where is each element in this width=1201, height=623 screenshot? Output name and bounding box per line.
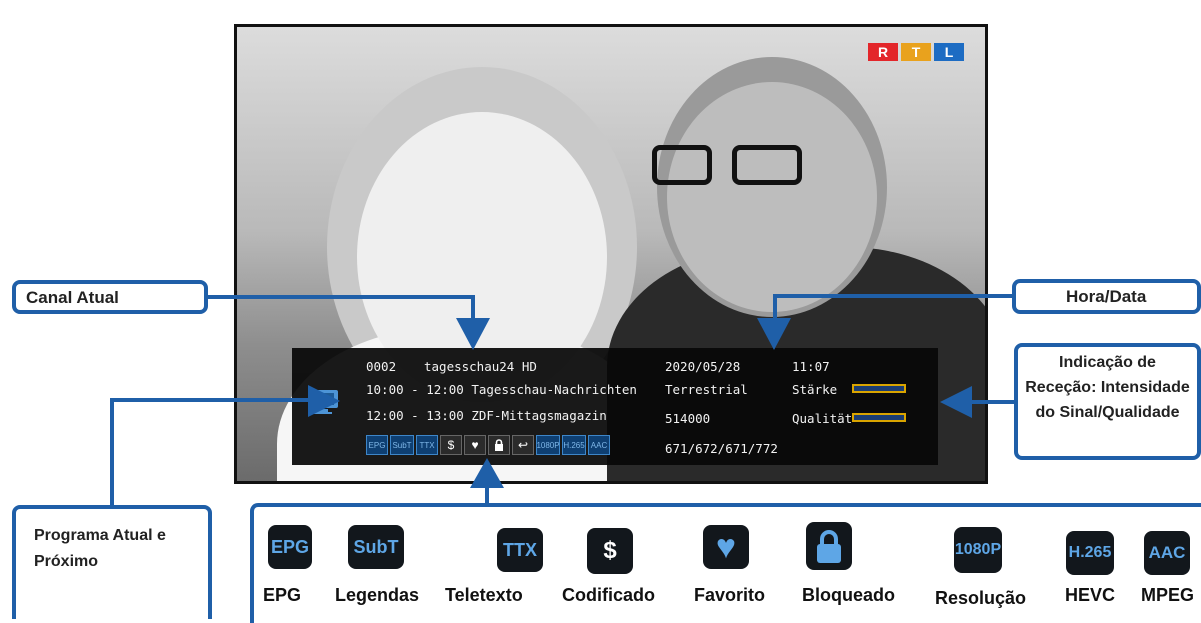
channel-name: tagesschau24 HD (424, 359, 537, 374)
osd-teletext-icon: TTX (416, 435, 438, 455)
connector-line (208, 295, 473, 299)
osd-favorite-icon: ♥ (464, 435, 486, 455)
connector-line (471, 295, 475, 320)
strength-label: Stärke (792, 382, 838, 397)
osd-hevc-icon: H.265 (562, 435, 586, 455)
strength-bar (852, 384, 906, 393)
callout-time-date-label: Hora/Data (1066, 287, 1147, 306)
osd-resolution-icon: 1080P (536, 435, 560, 455)
connector-line (485, 470, 489, 506)
osd-epg-icon: EPG (366, 435, 388, 455)
logo-letter-t: T (901, 43, 931, 61)
now-program: 10:00 - 12:00 Tagesschau-Nachrichten (366, 382, 637, 397)
legend-epg-label: EPG (263, 585, 302, 605)
arrow-right-icon (308, 385, 340, 417)
legend-mpeg-label: MPEG (1141, 585, 1195, 605)
connector-line (970, 400, 1016, 404)
legend-scrambled-icon: $ (587, 528, 633, 574)
osd-lock-icon (488, 435, 510, 455)
callout-time-date: Hora/Data (1012, 279, 1201, 314)
photo-person-right-face (667, 82, 877, 312)
legend-aac-icon: AAC (1144, 531, 1190, 575)
frequency: 514000 (665, 411, 711, 426)
legend-scrambled-label: Codificado (562, 585, 655, 605)
next-program: 12:00 - 13:00 ZDF-Mittagsmagazin (366, 408, 607, 423)
pid-values: 671/672/671/772 (665, 441, 778, 456)
connector-line (773, 294, 777, 320)
callout-programs: Programa Atual e Próximo (12, 505, 212, 619)
callout-current-channel-label: Canal Atual (26, 288, 119, 307)
logo-letter-l: L (934, 43, 964, 61)
callout-reception-label: Indicação de Receção: Intensidade do Sin… (1025, 354, 1190, 421)
channel-logo: R T L (868, 43, 964, 61)
network-type: Terrestrial (665, 382, 748, 397)
legend-locked-label: Bloqueado (802, 585, 895, 605)
quality-bar (852, 413, 906, 422)
arrow-down-icon (757, 318, 791, 350)
arrow-up-icon (470, 458, 504, 488)
legend-favorite-icon: ♥ (703, 525, 749, 569)
quality-label: Qualität (792, 411, 853, 426)
legend-lock-icon (806, 522, 852, 570)
legend-subtitle-label: Legendas (335, 585, 420, 605)
connector-line (775, 294, 1015, 298)
osd-date: 2020/05/28 (665, 359, 741, 374)
callout-programs-label: Programa Atual e Próximo (34, 527, 166, 570)
osd-return-icon: ↩ (512, 435, 534, 455)
connector-line (110, 398, 310, 402)
osd-subtitle-icon: SubT (390, 435, 414, 455)
logo-letter-r: R (868, 43, 898, 61)
legend-resolution-icon: 1080P (954, 527, 1002, 573)
osd-aac-icon: AAC (588, 435, 610, 455)
legend-favorite-label: Favorito (694, 585, 766, 605)
channel-number: 0002 (366, 359, 397, 374)
glasses-icon (652, 145, 812, 185)
connector-line (110, 398, 114, 508)
osd-scrambled-icon: $ (440, 435, 462, 455)
legend-hevc-label: HEVC (1065, 585, 1116, 605)
callout-current-channel: Canal Atual (12, 280, 208, 314)
arrow-down-icon (456, 318, 490, 350)
legend-resolution-label: Resolução (935, 588, 1027, 608)
legend-epg-icon: EPG (268, 525, 312, 569)
osd-time: 11:07 (792, 359, 830, 374)
callout-reception: Indicação de Receção: Intensidade do Sin… (1014, 343, 1201, 460)
osd-info-banner: 0002 tagesschau24 HD 2020/05/28 11:07 10… (292, 348, 938, 465)
legend-hevc-icon: H.265 (1066, 531, 1114, 575)
legend-subtitle-icon: SubT (348, 525, 404, 569)
legend-teletext-label: Teletexto (445, 585, 523, 605)
legend-teletext-icon: TTX (497, 528, 543, 572)
arrow-left-icon (940, 386, 972, 418)
